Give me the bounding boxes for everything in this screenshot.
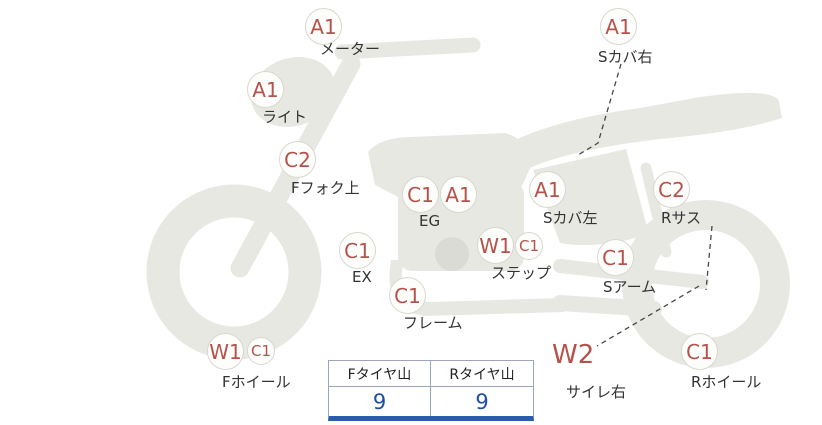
part-name-step: ステップ [491,264,552,282]
tire-tread-table: Fタイヤ山 Rタイヤ山 9 9 [328,360,534,421]
grade-badge-engine-1: C1 [402,176,439,213]
grade-badge-headlight: A1 [247,71,284,108]
grade-badge-front-wheel-1: W1 [207,333,244,370]
part-name-headlight: ライト [262,108,308,126]
exhaust-pipe-shape [389,260,564,316]
grade-badge-step-1: W1 [477,227,514,264]
pointer-line-rear-suspension [705,225,713,291]
rear-tire-value: 9 [475,389,489,414]
grade-badge-side-cover-left: A1 [529,171,566,208]
part-name-silencer-right: サイレ右 [566,383,627,401]
grade-badge-front-wheel-2: C1 [247,337,275,365]
rear-tire-header: Rタイヤ山 [431,361,533,387]
swing-arm-shape [553,259,709,289]
part-name-rear-suspension: Rサス [661,209,702,227]
grade-text-silencer-right: W2 [552,340,595,370]
muffler-shape [552,295,662,317]
grade-badge-step-2: C1 [515,232,543,260]
front-tire-value: 9 [329,387,431,416]
handlebar-shape [334,37,481,60]
part-name-meter: メーター [320,40,381,58]
pointer-line-silencer-right [596,285,700,347]
grade-badge-side-cover-right: A1 [600,8,637,45]
grade-badge-swing-arm: C1 [597,239,634,276]
grade-badge-meter: A1 [305,8,342,45]
part-name-side-cover-right: Sカバ右 [598,48,653,66]
part-name-front-fork-upper: Fフォク上 [291,179,360,197]
seat-tail-shape [515,92,782,168]
engine-case-detail [435,237,469,271]
grade-badge-rear-wheel: C1 [681,333,718,370]
part-name-swing-arm: Sアーム [603,278,657,296]
grade-badge-frame: C1 [389,277,426,314]
side-cover-shape [533,149,649,246]
grade-badge-exhaust: C1 [339,232,376,269]
part-name-side-cover-left: Sカバ左 [543,209,598,227]
part-name-rear-wheel: Rホイール [691,373,762,391]
grade-badge-rear-suspension: C2 [653,171,690,208]
part-name-front-wheel: Fホイール [222,373,291,391]
part-name-engine: EG [419,212,441,230]
part-name-frame: フレーム [403,314,463,332]
grade-badge-front-fork-upper: C2 [279,141,316,178]
rear-shock-shape [640,162,672,258]
grade-badge-engine-2: A1 [440,176,477,213]
part-name-exhaust: EX [352,268,372,286]
pointer-line-side-cover-right [577,63,622,156]
front-tire-header: Fタイヤ山 [329,361,431,387]
